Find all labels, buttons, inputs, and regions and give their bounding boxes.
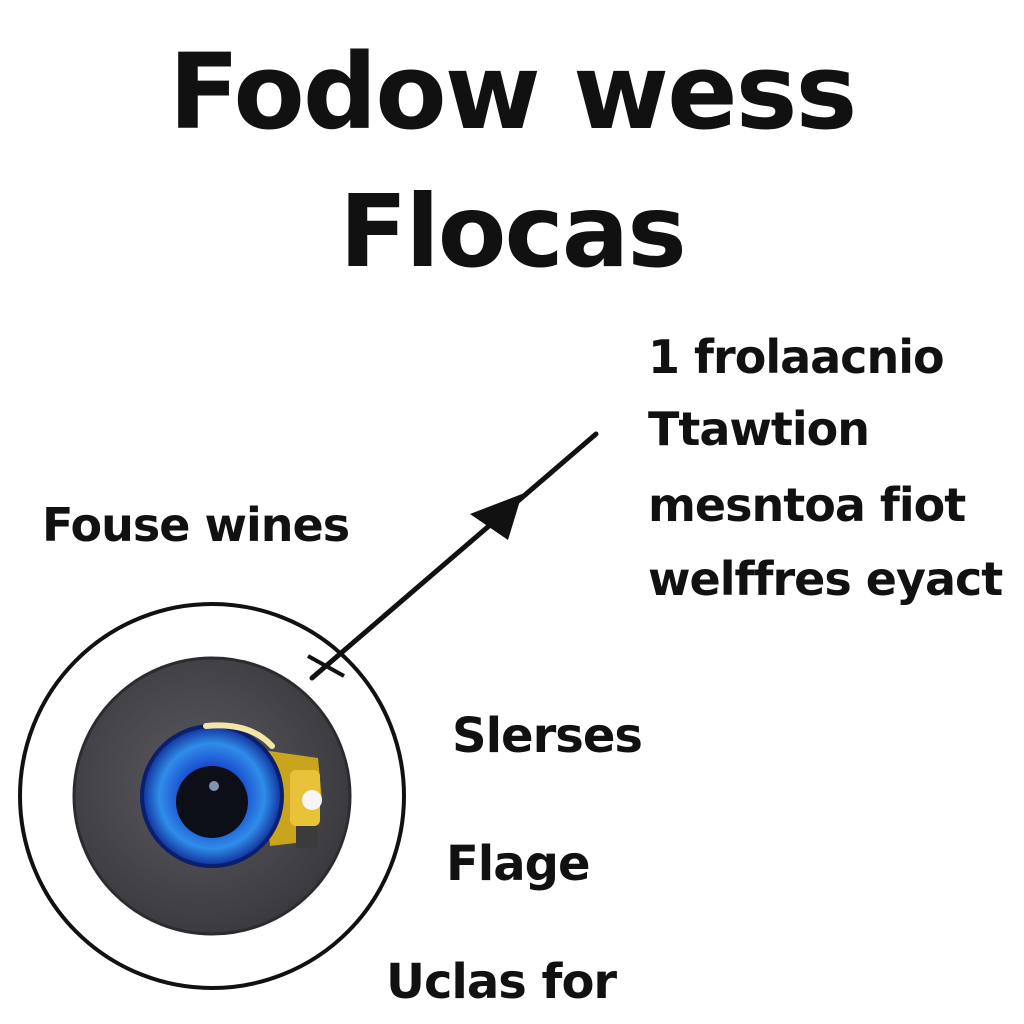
- eye-lens-icon: [72, 656, 352, 936]
- annotation-line-4: welffres eyact: [648, 552, 1003, 606]
- title-line-2: Flocas: [339, 173, 687, 290]
- side-label-1: Slerses: [452, 708, 643, 764]
- annotation-line-2: Ttawtion: [648, 402, 870, 456]
- side-label-2: Flage: [446, 836, 591, 892]
- annotation-line-1: 1 frolaacnio: [648, 330, 945, 384]
- title-line-1: Fodow wess: [168, 31, 858, 153]
- arrow-icon: [307, 431, 599, 681]
- left-label: Fouse wines: [42, 498, 350, 552]
- side-label-3: Uclas for: [386, 954, 617, 1010]
- outer-ring: [18, 602, 406, 990]
- annotation-line-3: mesntoa fiot: [648, 478, 966, 532]
